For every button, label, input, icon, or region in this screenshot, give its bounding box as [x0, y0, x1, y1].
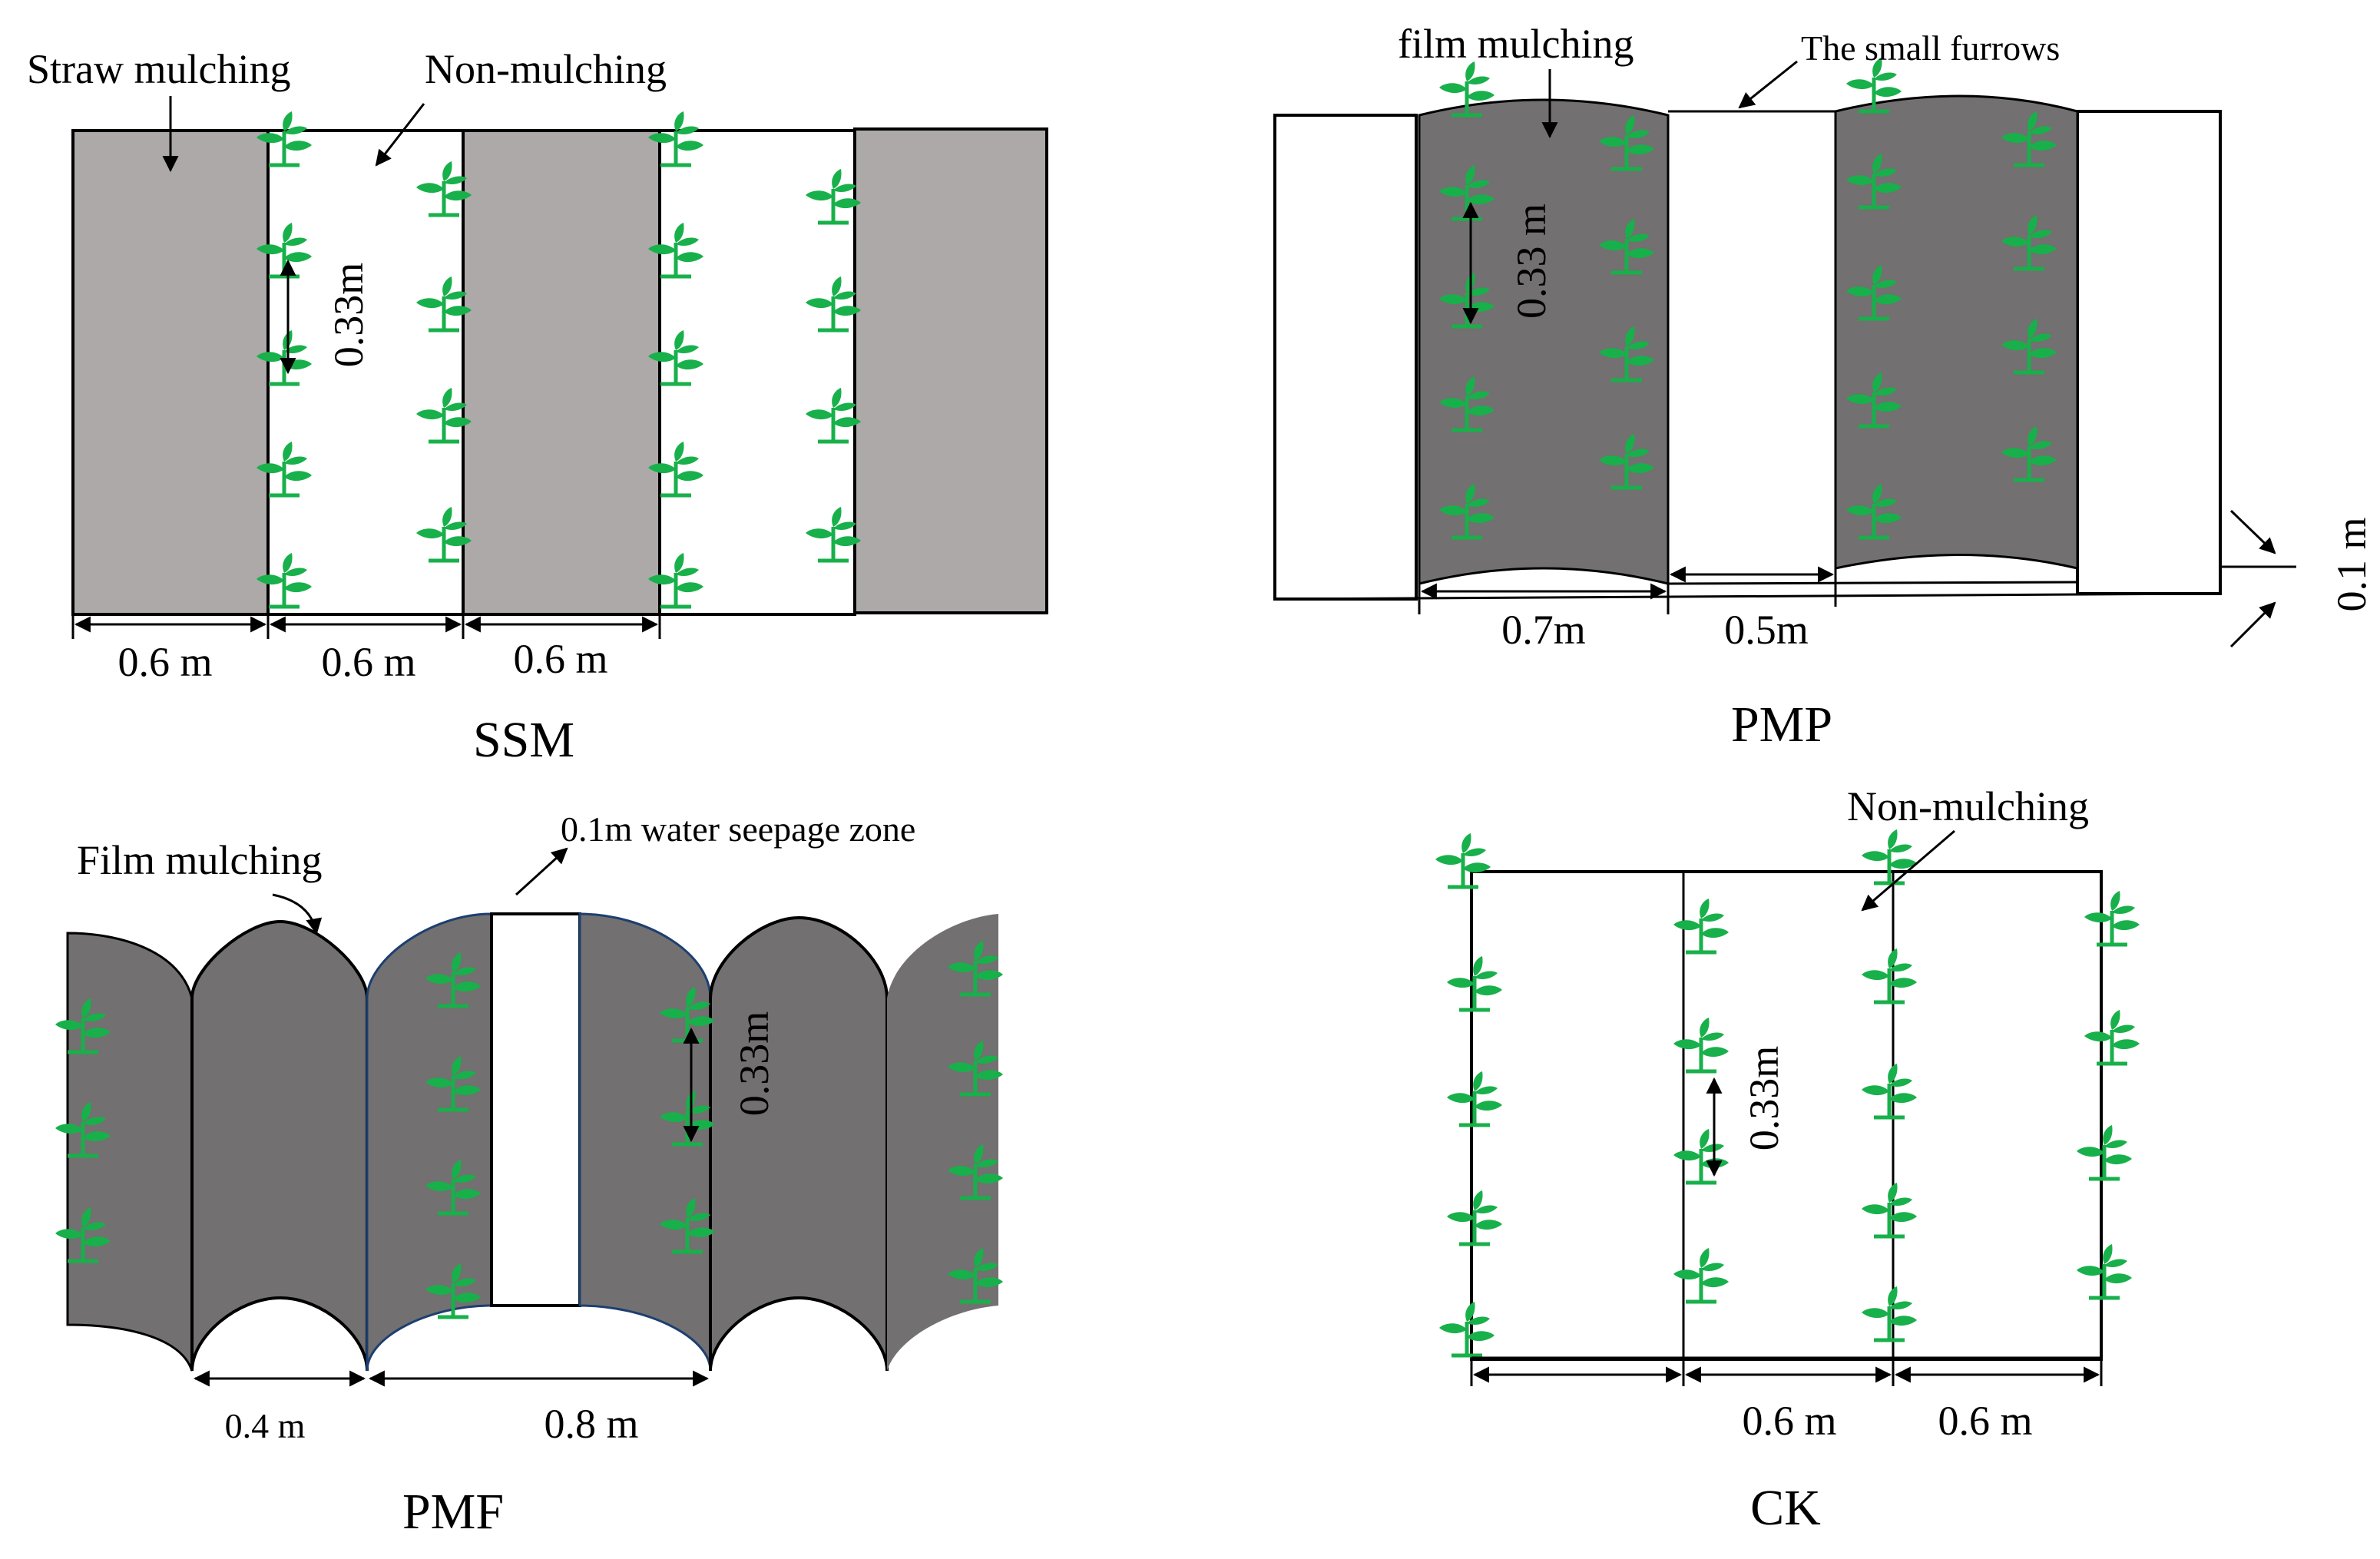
- plant-icon: [2084, 1010, 2140, 1064]
- pmf-dim-label: 0.8 m: [544, 1401, 638, 1447]
- ssm-non-label: Non-mulching: [425, 46, 667, 92]
- plant-icon: [1447, 1071, 1502, 1125]
- plant-icon: [1447, 1190, 1502, 1244]
- pmp-title: PMP: [1731, 697, 1832, 753]
- pmp-furrows-label: The small furrows: [1801, 28, 2060, 68]
- arrow-icon: [1861, 829, 1955, 912]
- pmf-film-label: Film mulching: [77, 837, 323, 883]
- arrow-icon: [375, 103, 425, 167]
- pmp-dim-label: 0.7m: [1501, 607, 1586, 653]
- pmp-spacing-label: 0.33 m: [1508, 204, 1554, 319]
- ssm-dim-label: 0.6 m: [513, 636, 607, 682]
- plant-icon: [1862, 829, 1917, 883]
- panel-ck: 0.33m Non-mulching 0.6 m 0.6 m CK: [1435, 783, 2140, 1536]
- arrow-icon: [2229, 509, 2276, 554]
- panel-pmf: 0.33m Film mulching 0.1m water seepage z…: [55, 809, 1003, 1540]
- plant-icon: [1673, 1018, 1729, 1071]
- plant-icon: [1673, 899, 1729, 952]
- arrow-icon: [272, 893, 323, 935]
- pmp-dim-label: 0.5m: [1724, 607, 1809, 653]
- ck-non-label: Non-mulching: [1847, 783, 2089, 829]
- plant-icon: [1862, 1064, 1917, 1117]
- pmf-title: PMF: [402, 1484, 504, 1540]
- ck-title: CK: [1750, 1480, 1821, 1536]
- pmf-seepage-zone: [490, 912, 581, 1307]
- pmf-dim-label: 0.4 m: [225, 1406, 306, 1445]
- ssm-straw-strip-1: [71, 129, 270, 616]
- ck-plot-outline: [1470, 870, 2103, 1361]
- ssm-title: SSM: [473, 712, 574, 768]
- ck-spacing-label: 0.33m: [1741, 1046, 1787, 1151]
- ssm-bare-strip-2: [658, 129, 856, 616]
- ssm-bare-strip-1: [266, 129, 465, 616]
- ck-dim-label: 0.6 m: [1938, 1398, 2032, 1444]
- plant-icon: [1862, 948, 1917, 1002]
- pmf-ridge-5: [887, 914, 998, 1371]
- pmf-ridge-0: [66, 932, 194, 1372]
- ssm-dim-label: 0.6 m: [118, 639, 212, 685]
- pmp-ridge-right: [2076, 110, 2222, 595]
- plant-icon: [1862, 1286, 1917, 1340]
- ck-plants: [1435, 829, 2140, 1355]
- ssm-straw-strip-2: [462, 129, 661, 616]
- plant-icon: [1435, 833, 1491, 887]
- pmf-spacing-label: 0.33m: [731, 1011, 777, 1117]
- pmp-height-label: 0.1 m: [2329, 517, 2375, 611]
- pmf-ridge-4: [709, 915, 889, 1372]
- arrow-icon: [1738, 60, 1798, 109]
- plant-icon: [1447, 956, 1502, 1010]
- pmp-ridge-left: [1273, 114, 1418, 601]
- ssm-straw-label: Straw mulching: [27, 46, 290, 92]
- arrow-icon: [2229, 601, 2276, 648]
- plant-icon: [2077, 1244, 2132, 1298]
- pmp-film-label: film mulching: [1398, 21, 1634, 67]
- arrow-icon: [515, 847, 568, 896]
- pmf-ridge-1: [190, 919, 369, 1372]
- pmp-baseline: [1667, 581, 2078, 585]
- pmf-seepage-label: 0.1m water seepage zone: [561, 809, 915, 849]
- ck-dim-label: 0.6 m: [1742, 1398, 1836, 1444]
- ssm-spacing-label: 0.33m: [326, 263, 372, 368]
- panel-ssm: 0.33m Straw mulching Non-mulching 0.6 m …: [27, 46, 1048, 768]
- ssm-straw-strip-3: [853, 127, 1048, 614]
- plant-icon: [1673, 1248, 1729, 1302]
- panel-pmp: 0.33 m film mulching The small furrows 0…: [1273, 21, 2375, 753]
- ssm-dim-label: 0.6 m: [321, 639, 415, 685]
- plant-icon: [1862, 1183, 1917, 1236]
- plant-icon: [2084, 891, 2140, 945]
- plant-icon: [1673, 1129, 1729, 1183]
- plant-icon: [1439, 1302, 1495, 1355]
- plant-icon: [2077, 1125, 2132, 1179]
